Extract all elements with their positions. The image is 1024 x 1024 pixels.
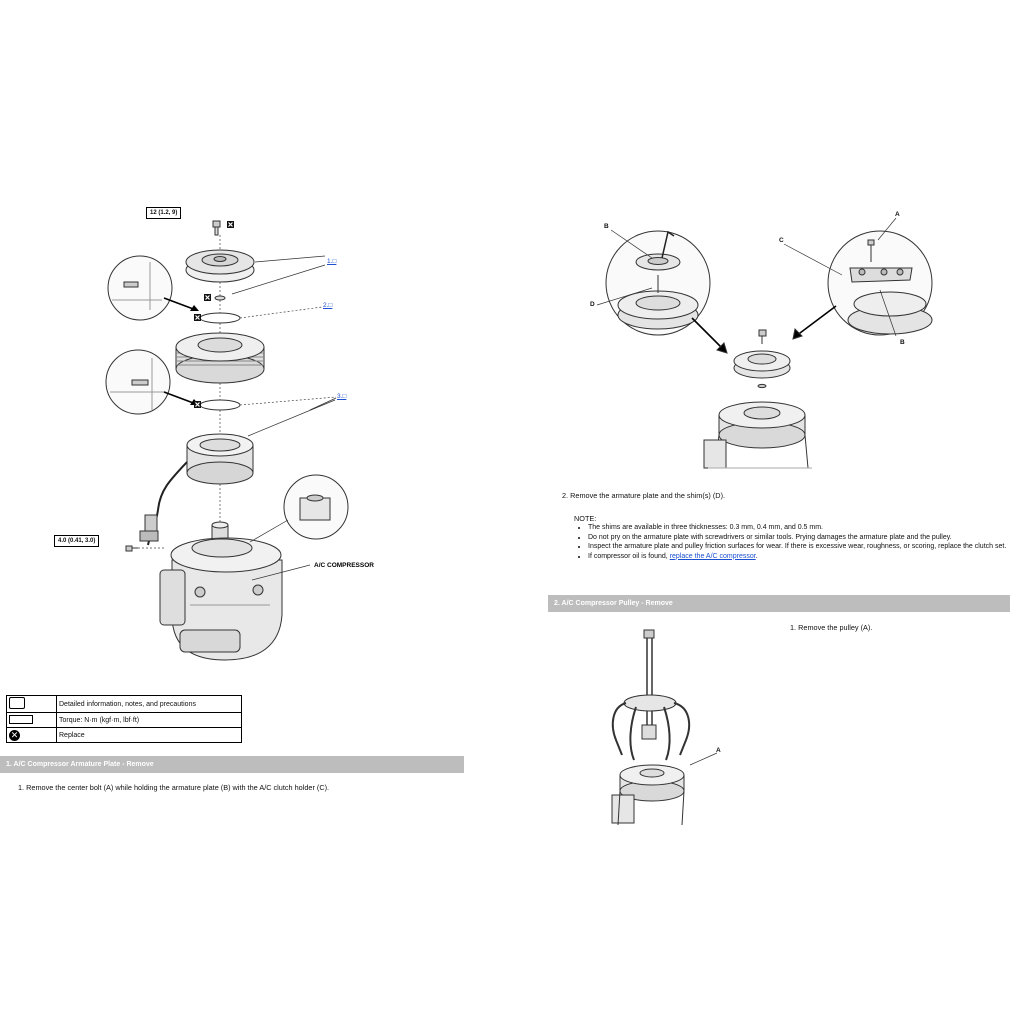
callout-a-top: A <box>895 211 900 218</box>
pulley-puller-diagram: A <box>611 629 721 826</box>
note-title: NOTE: <box>574 514 597 523</box>
detail-circle-holder <box>827 230 933 336</box>
section-header-pulley: 2. A/C Compressor Pulley - Remove <box>548 595 1010 612</box>
legend-row: Detailed information, notes, and precaut… <box>6 695 242 713</box>
torque-spec-ground-bolt: 4.0 (0.41, 3.0) <box>54 535 100 547</box>
legend-text: Torque: N·m (kgf·m, lbf·ft) <box>56 712 242 728</box>
armature-removal-diagram: B C A B D <box>590 211 933 469</box>
exploded-view-diagram: A/C COMPRESSOR <box>105 220 374 661</box>
legend-row: ✕ Replace <box>6 727 242 743</box>
shim <box>214 295 226 301</box>
snap-ring-lower <box>199 399 241 411</box>
puller-tool <box>611 629 691 761</box>
note-item: Do not pry on the armature plate with sc… <box>588 534 1024 543</box>
step-remove-center-bolt: 1. Remove the center bolt (A) while hold… <box>18 783 330 792</box>
armature-plate <box>733 329 791 389</box>
callout-c: C <box>779 237 784 244</box>
compressor-label: A/C COMPRESSOR <box>314 562 374 569</box>
book-icon: □ <box>342 393 347 400</box>
book-icon: □ <box>328 302 333 309</box>
detail-circle-lower <box>105 349 171 415</box>
ref-link-2[interactable]: 2.□ <box>323 302 333 309</box>
torque-box-icon <box>9 714 33 724</box>
legend-row: Torque: N·m (kgf·m, lbf·ft) <box>6 712 242 728</box>
replace-compressor-link[interactable]: replace the A/C compressor <box>669 552 756 560</box>
ref-link-3[interactable]: 3.□ <box>337 393 347 400</box>
step-remove-armature-plate: 2. Remove the armature plate and the shi… <box>562 491 726 500</box>
book-icon: □ <box>332 258 337 265</box>
legend-text: Replace <box>56 727 242 743</box>
ref-link-1[interactable]: 1.□ <box>327 258 337 265</box>
note-item: If compressor oil is found, replace the … <box>588 553 1024 562</box>
step-remove-pulley: 1. Remove the pulley (A). <box>790 623 873 632</box>
legend-table: Detailed information, notes, and precaut… <box>6 695 242 743</box>
callout-d: D <box>590 301 595 308</box>
compressor-body <box>159 521 283 661</box>
callout-b-left: B <box>604 223 609 230</box>
note-item: Inspect the armature plate and pulley fr… <box>588 543 1024 552</box>
callout-a-pulley: A <box>716 747 721 754</box>
replace-x-icon: ✕ <box>9 729 20 741</box>
note-item: The shims are available in three thickne… <box>588 524 1024 533</box>
pulley <box>175 332 265 384</box>
detail-circle-shaft <box>283 474 349 540</box>
armature-plate <box>185 249 255 283</box>
center-bolt <box>212 220 221 236</box>
detail-circle-upper <box>107 255 173 321</box>
left-page: A/C COMPRESSOR 12 (1.2, 9) 4.0 (0.41, 3.… <box>0 207 464 792</box>
field-coil <box>147 433 254 546</box>
detail-circle-shim <box>605 230 711 336</box>
legend-text: Detailed information, notes, and precaut… <box>56 695 242 713</box>
snap-ring-upper <box>199 312 241 324</box>
compressor-pulley <box>703 401 812 469</box>
callout-b-right: B <box>900 339 905 346</box>
section-header-armature-plate: 1. A/C Compressor Armature Plate - Remov… <box>0 756 464 773</box>
replace-x-icon <box>194 221 234 408</box>
note-list: The shims are available in three thickne… <box>576 524 1024 562</box>
torque-spec-center-bolt: 12 (1.2, 9) <box>146 207 182 219</box>
pulley-assembly <box>611 764 685 826</box>
book-icon <box>9 697 25 709</box>
ground-bolt <box>125 545 138 552</box>
right-page: B C A B D 2. Remove the armature plate a… <box>512 0 1024 1024</box>
coil-connector <box>139 514 159 542</box>
